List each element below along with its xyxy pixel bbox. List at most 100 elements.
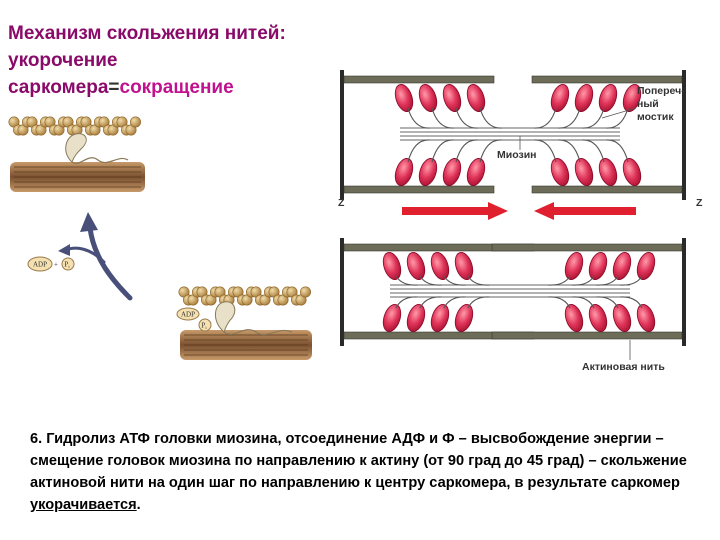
actin-bead-strand-bottom — [178, 286, 311, 306]
myosin-head — [588, 252, 608, 280]
myosin-neck — [395, 275, 419, 286]
myosin-head — [564, 304, 584, 332]
myosin-neck — [467, 275, 491, 286]
myosin-head — [598, 158, 618, 186]
myosin-neck — [605, 139, 629, 163]
actin-label: Актиновая нить — [582, 361, 665, 373]
adp-label: ADP — [33, 261, 47, 269]
actin-filament — [343, 185, 495, 194]
myosin-neck — [571, 296, 595, 309]
myosin-head — [636, 252, 656, 280]
crossbridge-label-line-2: ный — [637, 98, 659, 110]
myosin-head — [598, 84, 618, 112]
actin-bead-strand-top — [8, 116, 142, 136]
thick-filament-rod-bottom — [180, 330, 312, 360]
pi-label: Pi — [64, 261, 70, 270]
actin-filament — [531, 75, 683, 84]
myosin-head — [636, 304, 656, 332]
myosin-head — [550, 158, 570, 186]
myosin-neck — [581, 139, 605, 163]
myosin-head — [622, 158, 642, 186]
myosin-neck — [605, 107, 629, 129]
title-word-contraction: сокращение — [119, 77, 234, 98]
slide-title: Механизм скольжения нитей: укорочение са… — [8, 20, 328, 101]
z-line-label-left: Z — [338, 197, 345, 209]
myosin-head — [454, 304, 474, 332]
myosin-head — [466, 158, 486, 186]
myosin-neck — [479, 107, 503, 129]
sarcomere-relaxed — [340, 70, 686, 200]
adp-pi-attached: ADP Pi — [176, 307, 212, 332]
caption-underlined-word: укорачивается — [30, 497, 137, 513]
arrow-right-red — [402, 202, 508, 220]
myosin-neck — [431, 107, 455, 129]
myosin-neck — [407, 139, 431, 163]
caption-text: 6. Гидролиз АТФ головки миозина, отсоеди… — [30, 428, 710, 516]
myosin-head — [418, 158, 438, 186]
myosin-neck — [547, 275, 571, 286]
actin-bead — [130, 116, 142, 128]
myosin-neck — [407, 107, 431, 129]
myosin-head — [612, 252, 632, 280]
z-line — [682, 70, 686, 200]
actin-filament — [343, 75, 495, 84]
z-line-label-right: Z — [696, 197, 703, 209]
thick-filament-rod-top — [10, 162, 145, 192]
myosin-neck — [455, 139, 479, 163]
myosin-neck — [619, 275, 643, 286]
myosin-neck — [419, 275, 443, 286]
crossbridge-label-line-3: мостик — [637, 111, 674, 123]
sarcomere-contracted — [340, 238, 686, 346]
actin-filament — [491, 243, 683, 252]
myosin-head — [430, 252, 450, 280]
myosin-neck — [419, 296, 443, 309]
myosin-head — [442, 84, 462, 112]
adp-pi-group: ADP + Pi — [27, 256, 75, 272]
myosin-head — [574, 84, 594, 112]
plus-label: + — [54, 261, 58, 269]
z-line — [340, 238, 344, 346]
title-line-2: укорочение — [8, 50, 118, 71]
myosin-head — [574, 158, 594, 186]
crossbridge-label: Попереч- ный мостик — [637, 85, 685, 123]
z-line — [340, 70, 344, 200]
arrow-left-red — [534, 202, 636, 220]
myosin-neck — [557, 107, 581, 129]
title-line-1: Механизм скольжения нитей: — [8, 23, 286, 44]
title-equals: = — [108, 77, 120, 98]
crossbridge-label-line-1: Попереч- — [637, 85, 685, 97]
pi-label-attached: Pi — [201, 322, 207, 331]
myosin-tail-top — [71, 157, 129, 164]
myosin-head — [430, 304, 450, 332]
myosin-head — [394, 84, 414, 112]
myosin-neck — [581, 107, 605, 129]
myosin-neck — [595, 275, 619, 286]
z-line — [682, 238, 686, 346]
title-line-3: саркомера=сокращение — [8, 74, 328, 101]
myosin-head — [564, 252, 584, 280]
curved-arrow-head — [80, 212, 98, 232]
caption-end: . — [136, 497, 141, 513]
myosin-neck — [443, 296, 467, 309]
myosin-neck — [467, 296, 491, 309]
myosin-label: Миозин — [497, 149, 537, 161]
myosin-neck — [557, 139, 581, 163]
myosin-neck — [443, 275, 467, 286]
crossbridge-pointer — [601, 107, 637, 119]
curved-arrow-branch-head — [58, 244, 70, 256]
myosin-head — [442, 158, 462, 186]
myosin-neck — [595, 296, 619, 309]
myosin-head — [622, 84, 642, 112]
myosin-head — [394, 158, 414, 186]
caption-body: 6. Гидролиз АТФ головки миозина, отсоеди… — [30, 431, 687, 491]
title-word-sarcomere: саркомера — [8, 77, 109, 98]
myosin-head — [466, 84, 486, 112]
myosin-neck — [395, 296, 419, 309]
myosin-head-small-top — [65, 133, 87, 163]
myosin-head — [612, 304, 632, 332]
myosin-neck — [571, 275, 595, 286]
myosin-neck — [619, 296, 643, 309]
myosin-neck — [431, 139, 455, 163]
actin-bead — [299, 286, 311, 298]
myosin-head — [550, 84, 570, 112]
